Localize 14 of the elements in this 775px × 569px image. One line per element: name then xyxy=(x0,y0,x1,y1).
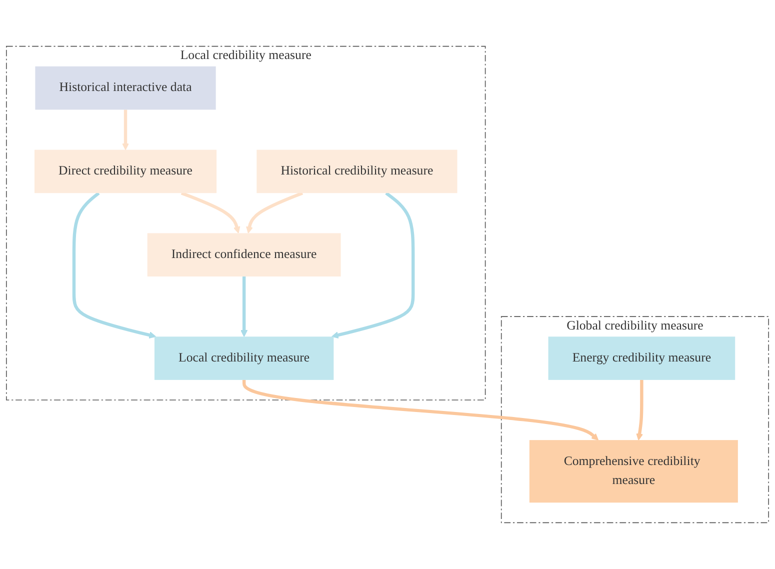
arrow xyxy=(122,110,130,150)
node-box: Historical interactive data xyxy=(35,66,216,110)
arrow xyxy=(240,276,248,337)
arrow xyxy=(72,192,156,339)
node-box: Comprehensive credibility measure xyxy=(529,440,738,503)
node-box: Local credibility measure xyxy=(154,336,334,380)
arrow xyxy=(332,192,415,339)
node-box: Indirect confidence measure xyxy=(147,233,341,276)
node-box: Energy credibility measure xyxy=(548,336,736,380)
arrow xyxy=(246,192,304,234)
node-box: Historical credibility measure xyxy=(256,150,458,194)
arrow xyxy=(636,380,644,440)
node-box: Direct credibility measure xyxy=(34,150,217,194)
arrow xyxy=(180,192,240,234)
